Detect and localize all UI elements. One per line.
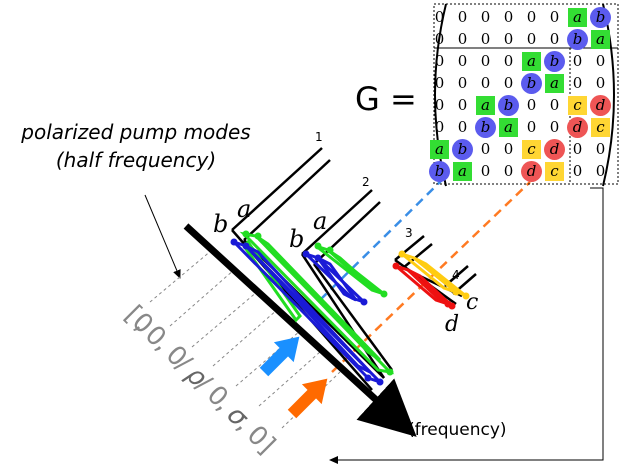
matrix-cell: c <box>568 96 587 115</box>
matrix-cell: a <box>453 162 472 181</box>
matrix-label: G = <box>355 80 417 118</box>
matrix-cell: 0 <box>572 74 583 92</box>
matrix-cell: 0 <box>434 74 445 92</box>
light-blue-pump-arrow <box>259 336 300 377</box>
matrix-cell: b <box>544 51 565 72</box>
mode-label-d: d <box>445 312 460 337</box>
matrix-cell: b <box>452 139 473 160</box>
matrix-connector-lines <box>329 187 604 464</box>
matrix-cell: c <box>522 140 541 159</box>
matrix-cell: 0 <box>595 140 606 158</box>
line-number-2: 2 <box>362 175 370 189</box>
matrix-right-paren <box>602 3 615 187</box>
matrix-cell: a <box>591 30 610 49</box>
matrix-cell: 0 <box>457 52 468 70</box>
matrix-cell: 0 <box>457 96 468 114</box>
blue-dashed-link <box>319 179 443 301</box>
matrix-cell: 0 <box>457 30 468 48</box>
matrix-cell: 0 <box>526 96 537 114</box>
matrix-cell: d <box>544 139 565 160</box>
caption-pointer-arrow <box>144 194 181 279</box>
matrix-cell: c <box>545 162 564 181</box>
matrix-cell: 0 <box>526 8 537 26</box>
matrix-cell: d <box>521 161 542 182</box>
matrix-cell: 0 <box>503 162 514 180</box>
matrix-cell: 0 <box>503 74 514 92</box>
matrix-partitions <box>433 3 619 185</box>
line-number-4: 4 <box>452 268 460 282</box>
mode-label-b1: b <box>213 210 229 238</box>
caption-line-2: (half frequency) <box>55 148 217 172</box>
matrix-cell: 0 <box>434 52 445 70</box>
mode-label-b2: b <box>289 225 305 253</box>
matrix-cell: 0 <box>480 74 491 92</box>
matrix-cell: 0 <box>526 118 537 136</box>
matrix-cell: b <box>475 117 496 138</box>
matrix-cell: 0 <box>526 30 537 48</box>
matrix-cell: 0 <box>503 140 514 158</box>
frequency-axis <box>183 223 417 437</box>
matrix-cell: 0 <box>549 8 560 26</box>
matrix-cell: d <box>590 95 611 116</box>
matrix-cell: 0 <box>457 118 468 136</box>
matrix-cell: 0 <box>480 8 491 26</box>
matrix-cell: a <box>545 74 564 93</box>
matrix-cell: 0 <box>503 52 514 70</box>
matrix-cell: 0 <box>503 8 514 26</box>
matrix-cell: a <box>430 140 449 159</box>
mode-label-c: c <box>466 290 479 315</box>
matrix-cell: 0 <box>595 52 606 70</box>
matrix-cell: 0 <box>434 118 445 136</box>
matrix-cell: 0 <box>549 118 560 136</box>
matrix-cell: a <box>476 96 495 115</box>
matrix-cell: b <box>498 95 519 116</box>
mode-label-a1: a <box>237 195 252 223</box>
matrix-cell: a <box>568 8 587 27</box>
orange-pump-arrow <box>287 378 328 419</box>
matrix-cell: c <box>591 118 610 137</box>
matrix-cell: 0 <box>572 52 583 70</box>
frequency-label: (frequency) <box>408 420 507 440</box>
matrix-cell: 0 <box>457 74 468 92</box>
matrix-cell: 0 <box>572 162 583 180</box>
line-number-1: 1 <box>315 130 323 144</box>
matrix-cell: 0 <box>503 30 514 48</box>
pump-modes-caption: polarized pump modes (half frequency) <box>2 118 270 174</box>
matrix-cell: 0 <box>434 30 445 48</box>
matrix-cell: 0 <box>572 140 583 158</box>
mode-nodes <box>230 230 470 386</box>
line-number-3: 3 <box>405 226 413 240</box>
matrix-cell: b <box>590 7 611 28</box>
matrix-cell: 0 <box>595 74 606 92</box>
matrix-cell: 0 <box>480 140 491 158</box>
matrix-cell: 0 <box>480 30 491 48</box>
matrix-cell: 0 <box>549 96 560 114</box>
matrix-cell: b <box>521 73 542 94</box>
mode-label-a2: a <box>313 207 328 235</box>
matrix-cell: d <box>567 117 588 138</box>
matrix-cell: b <box>429 161 450 182</box>
matrix-cell: 0 <box>595 162 606 180</box>
matrix-cell: 0 <box>480 162 491 180</box>
matrix-cell: 0 <box>434 96 445 114</box>
matrix-cell: 0 <box>457 8 468 26</box>
pump-leader-lines <box>149 249 341 429</box>
matrix-cell: 0 <box>434 8 445 26</box>
matrix-cell: a <box>522 52 541 71</box>
matrix-cell: a <box>499 118 518 137</box>
matrix-cell: 0 <box>549 30 560 48</box>
matrix-cell: b <box>567 29 588 50</box>
matrix-cell: 0 <box>480 52 491 70</box>
caption-line-1: polarized pump modes <box>21 120 251 144</box>
